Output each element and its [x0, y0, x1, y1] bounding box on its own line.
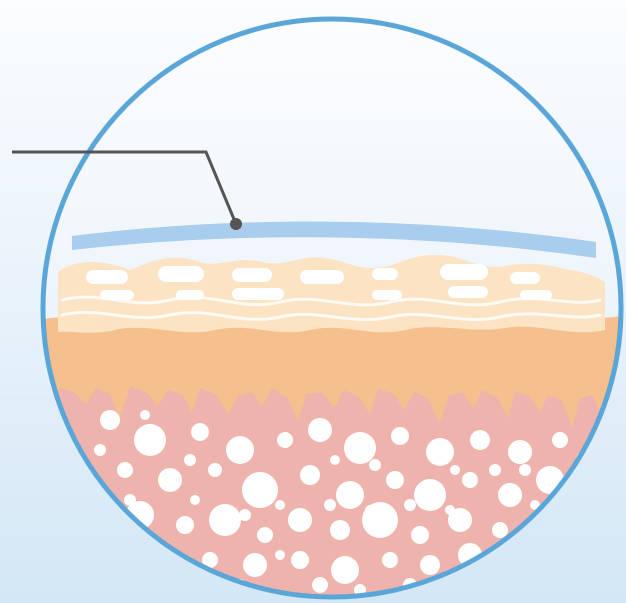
dermis-cell: [288, 508, 312, 532]
leader-dot: [230, 218, 242, 230]
dermis-cell: [140, 410, 150, 420]
dermis-cell: [257, 527, 273, 543]
dermis-cell: [498, 483, 522, 507]
dermis-cell: [508, 440, 532, 464]
dermis-cell: [176, 516, 194, 534]
dermis-cell: [209, 504, 241, 536]
dermis-cell: [426, 438, 454, 466]
dermis-cell: [502, 552, 518, 568]
dermis-cell: [445, 505, 455, 515]
dermis-cell: [184, 454, 196, 466]
dermis-cell: [404, 499, 416, 511]
dermis-cell: [191, 423, 209, 441]
dermis-cell: [190, 495, 200, 505]
dermis-cell: [158, 468, 182, 492]
dermis-cell: [117, 462, 133, 478]
dermis-cell: [470, 430, 490, 450]
dermis-cell: [275, 500, 285, 510]
dermis-cell: [462, 472, 478, 488]
dermis-cell: [242, 472, 278, 508]
dermis-cell: [365, 505, 375, 515]
dermis-cell: [344, 432, 376, 464]
dermis-cell: [450, 465, 460, 475]
dermis-cell: [100, 410, 120, 430]
dermis-cell: [330, 520, 350, 540]
dermis-cell: [94, 444, 106, 456]
dermis-cell: [492, 522, 508, 538]
dermis-cell: [243, 553, 267, 577]
dermis-cell: [291, 551, 309, 569]
dermis-cell: [391, 427, 409, 445]
dermis-cell: [226, 436, 254, 464]
dermis-cell: [239, 509, 251, 521]
dermis-cell: [369, 459, 381, 471]
dermis-cell: [275, 550, 285, 560]
dermis-cell: [489, 464, 501, 476]
dermis-cell: [331, 556, 359, 584]
dermis-cell: [382, 552, 398, 568]
dermis-cell: [420, 555, 440, 575]
dermis-cell: [572, 492, 588, 508]
dermis-cell: [208, 463, 222, 477]
dermis-cell: [559, 514, 571, 526]
dermis-cell: [308, 418, 332, 442]
dermis-cell: [277, 432, 293, 448]
dermis-cell: [519, 464, 531, 476]
dermis-cell: [324, 499, 336, 511]
dermis-cell: [336, 481, 364, 509]
dermis-cell: [414, 479, 446, 511]
dermis-cell: [552, 432, 568, 448]
dermis-cell: [300, 465, 320, 485]
dermis-cell: [134, 424, 166, 456]
skin-layers: [30, 255, 626, 603]
dermis-cell: [330, 455, 340, 465]
dermis-cell: [124, 494, 136, 506]
dermis-cell: [312, 577, 328, 593]
dermis-cell: [411, 526, 429, 544]
dermis-cell: [386, 471, 404, 489]
